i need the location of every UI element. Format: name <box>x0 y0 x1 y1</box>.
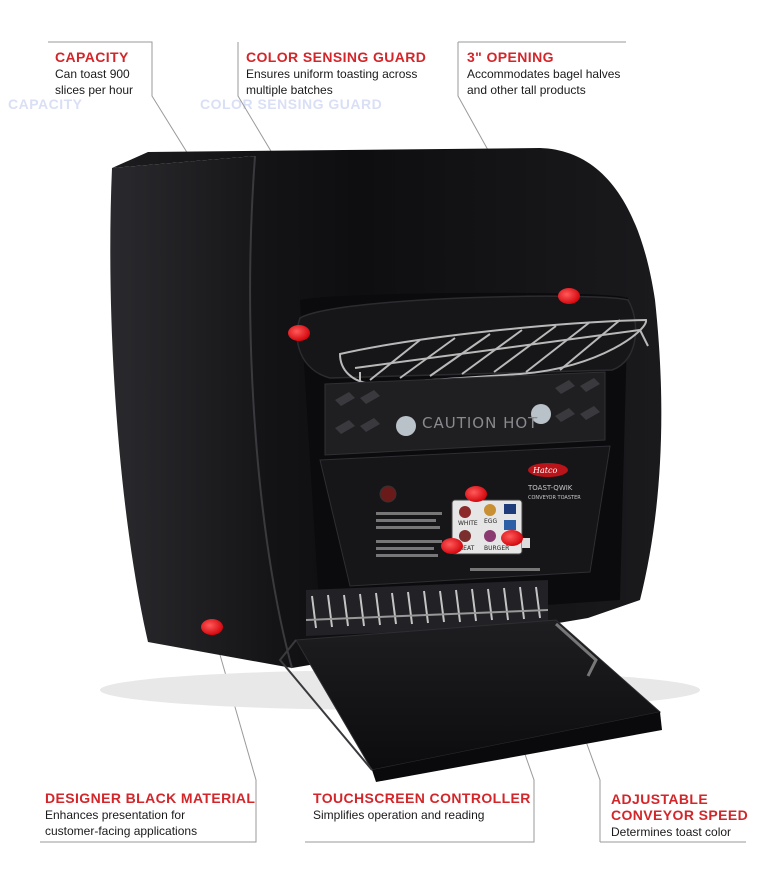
callout-color-sensing-guard: COLOR SENSING GUARD Ensures uniform toas… <box>246 49 456 98</box>
svg-text:BURGER: BURGER <box>484 545 509 552</box>
callout-title: CAPACITY <box>55 49 129 65</box>
feature-markers <box>201 288 580 635</box>
material-marker <box>201 619 223 635</box>
svg-text:CONVEYOR TOASTER: CONVEYOR TOASTER <box>528 495 581 501</box>
conveyor-belt <box>305 580 549 636</box>
opening-marker <box>558 288 580 304</box>
caution-panel: CAUTION HOT <box>324 371 606 456</box>
callout-opening: 3" OPENING Accommodates bagel halves and… <box>467 49 667 98</box>
callout-description: Can toast 900 slices per hour <box>55 67 134 97</box>
callout-designer-black-material: DESIGNER BLACK MATERIAL Enhances present… <box>45 790 275 839</box>
caution-hot-label: CAUTION HOT <box>422 414 538 432</box>
callout-description: Simplifies operation and reading <box>313 808 485 822</box>
callout-title: TOUCHSCREEN CONTROLLER <box>313 790 531 806</box>
svg-text:EGG: EGG <box>484 518 497 525</box>
power-button-icon <box>379 485 397 503</box>
touchscreen-marker <box>441 538 463 554</box>
ghost-text-capacity: CAPACITY <box>8 96 83 112</box>
color-guard-marker <box>465 486 487 502</box>
hatco-logo-icon <box>528 463 568 477</box>
svg-text:WHITE: WHITE <box>458 520 478 527</box>
callout-title: DESIGNER BLACK MATERIAL <box>45 790 256 806</box>
callout-description: Determines toast color <box>611 825 732 839</box>
callout-touchscreen-controller: TOUCHSCREEN CONTROLLER Simplifies operat… <box>313 790 543 823</box>
svg-text:Hatco: Hatco <box>532 466 557 475</box>
svg-text:MEAT: MEAT <box>458 545 475 552</box>
callout-title: ADJUSTABLE CONVEYOR SPEED <box>611 791 749 823</box>
callout-adjustable-conveyor-speed: ADJUSTABLE CONVEYOR SPEED Determines toa… <box>611 791 761 840</box>
bottom-tray <box>278 619 662 782</box>
callout-description: Enhances presentation for customer-facin… <box>45 808 198 838</box>
control-panel: Hatco TOAST-QWIK CONVEYOR TOASTER WHITE … <box>319 445 611 587</box>
conveyor-speed-marker <box>501 530 523 546</box>
callout-title: 3" OPENING <box>467 49 554 65</box>
callout-description: Ensures uniform toasting across multiple… <box>246 67 418 97</box>
callout-description: Accommodates bagel halves and other tall… <box>467 67 621 97</box>
callout-title: COLOR SENSING GUARD <box>246 49 427 65</box>
svg-text:TOAST-QWIK: TOAST-QWIK <box>527 484 573 492</box>
capacity-marker <box>288 325 310 341</box>
callout-capacity: CAPACITY Can toast 900 slices per hour <box>55 49 205 98</box>
